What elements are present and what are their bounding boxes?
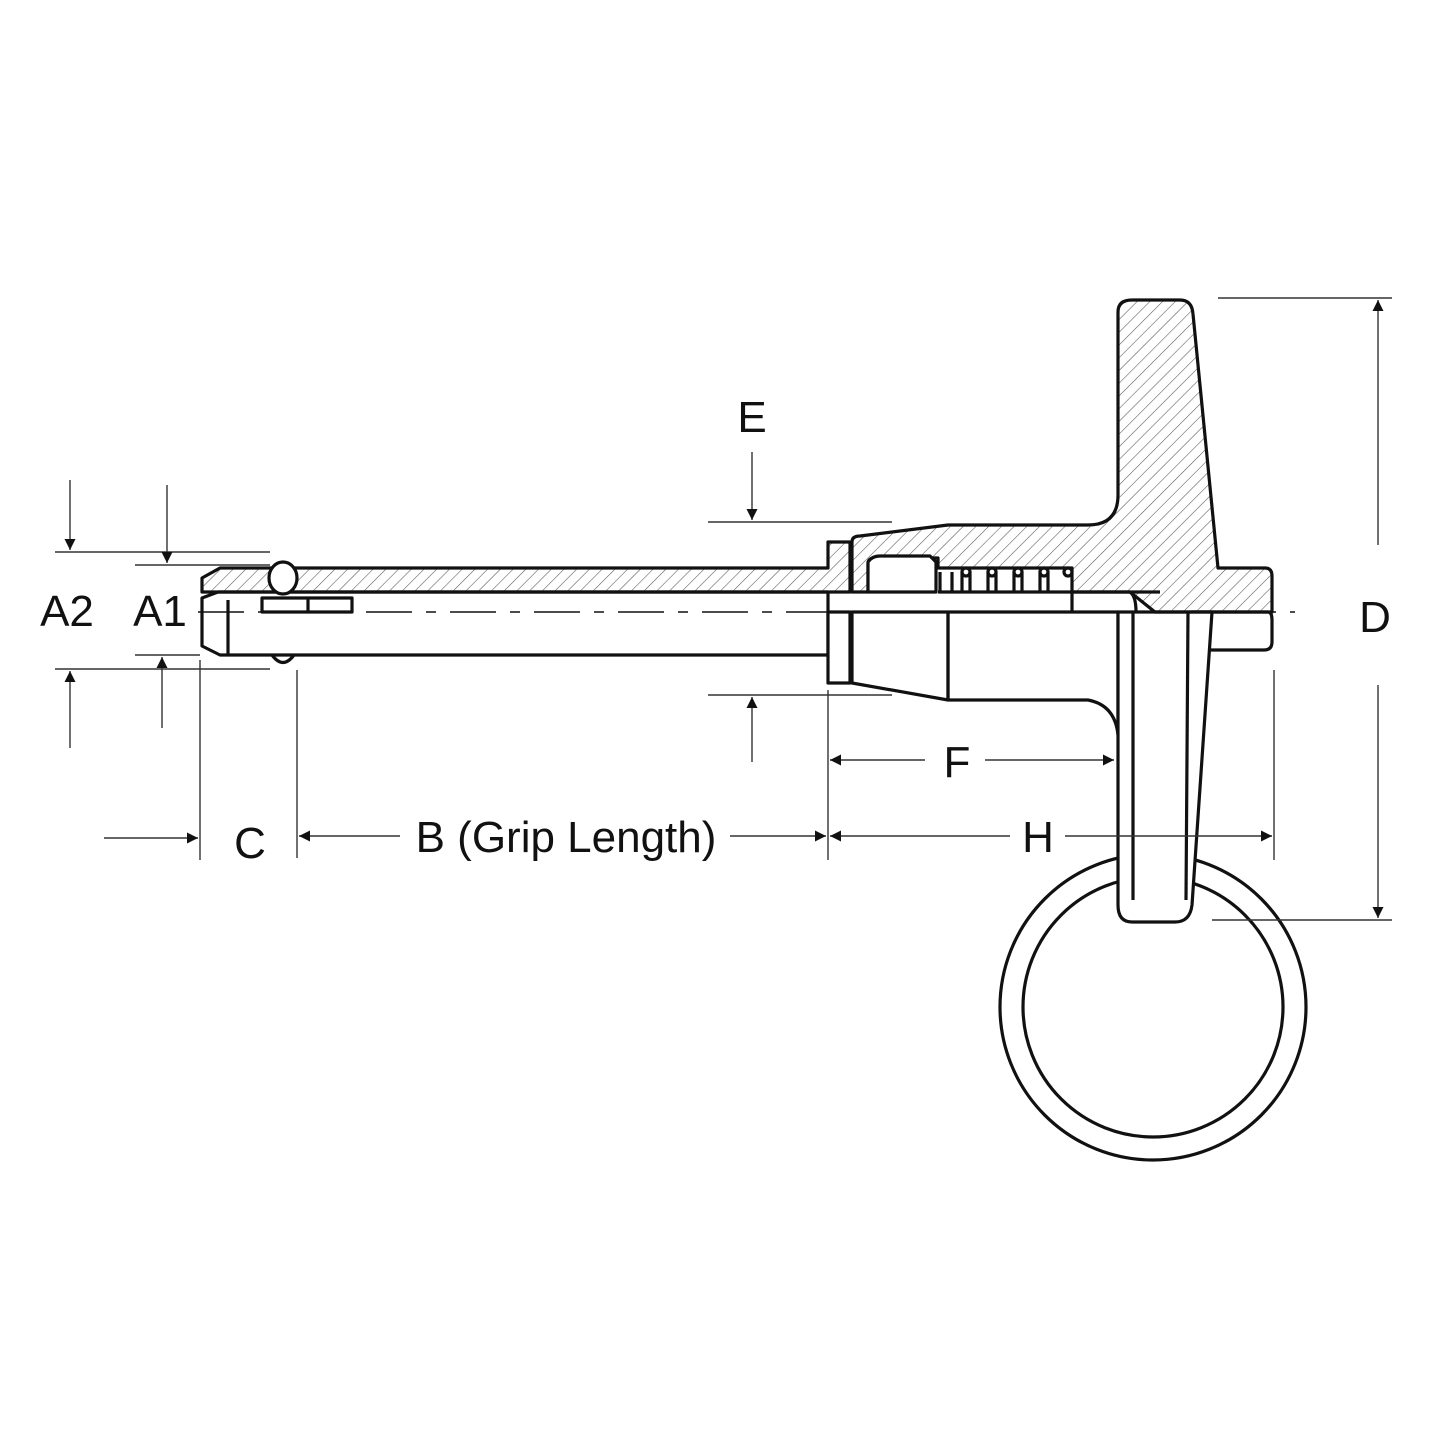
label-c: C — [234, 819, 266, 868]
label-d: D — [1359, 593, 1391, 642]
locking-ball — [267, 560, 299, 665]
dimension-lines — [55, 297, 1392, 921]
spring — [938, 566, 1160, 613]
label-e: E — [737, 393, 766, 442]
pin-shaft — [200, 590, 1274, 737]
label-a1: A1 — [133, 587, 187, 636]
label-a2: A2 — [40, 587, 94, 636]
pin-sleeve — [200, 540, 852, 594]
label-h: H — [1022, 813, 1054, 862]
handle-leg — [1116, 610, 1214, 924]
label-f: F — [944, 738, 971, 787]
label-b-grip-length: B (Grip Length) — [416, 813, 717, 862]
